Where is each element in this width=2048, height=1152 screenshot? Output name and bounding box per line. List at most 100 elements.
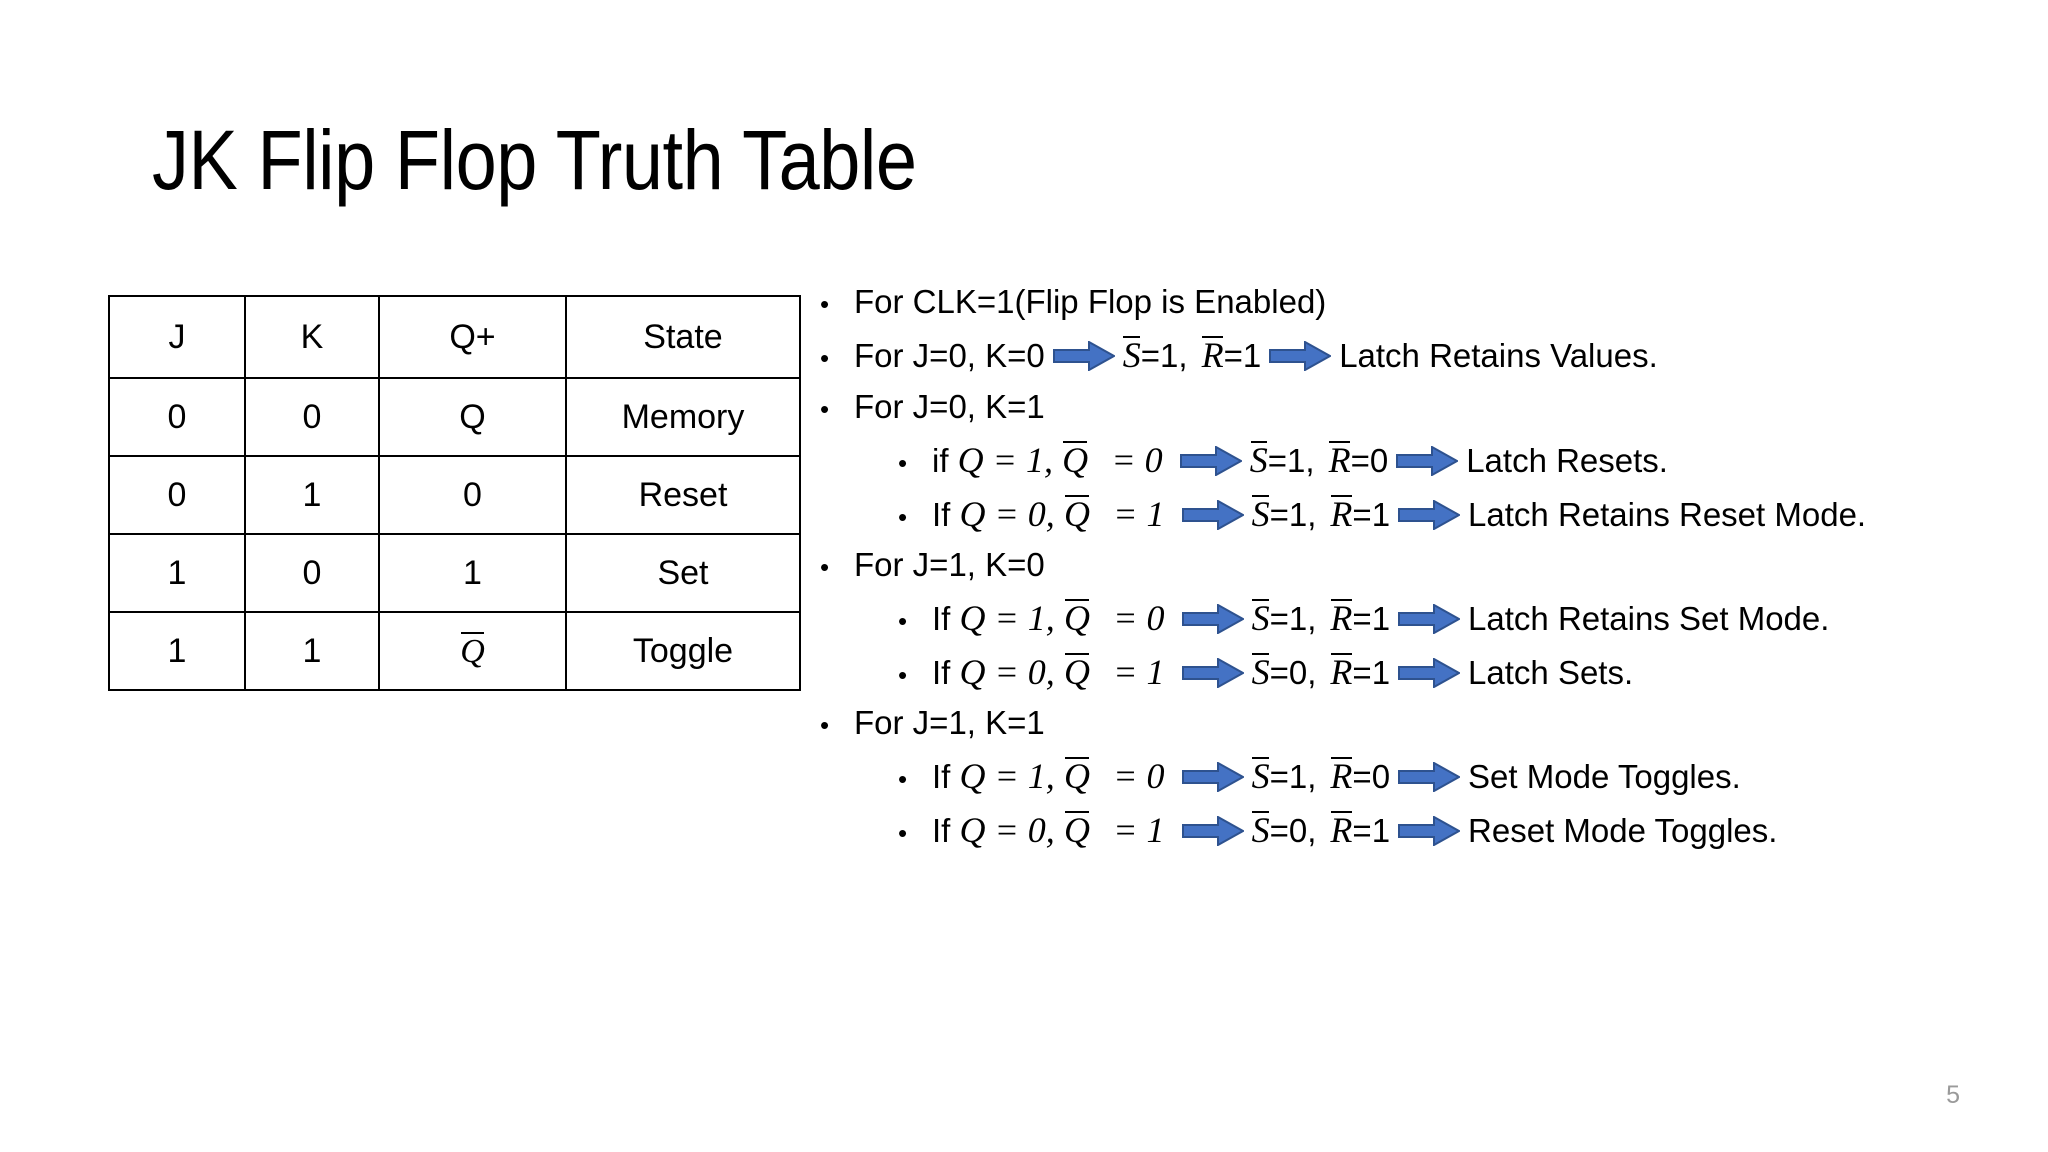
arrow-right-icon [1179, 446, 1242, 476]
overline-symbol: R [1201, 335, 1224, 375]
list-item-text: For J=0, K=1 [854, 390, 1045, 423]
overline-symbol: S [1251, 652, 1270, 692]
text-run: Latch Retains Set Mode. [1468, 600, 1830, 637]
bullet-dot-icon: • [820, 343, 830, 373]
overline-symbol: Q [1063, 494, 1090, 534]
text-run: =0, [1269, 812, 1317, 849]
column-header-qnext: Q+ [378, 295, 567, 379]
cell-qnext: Q [378, 611, 567, 691]
math-expression: = 0 [1111, 440, 1163, 480]
arrow-right-icon [1398, 604, 1461, 634]
math-expression: Q = 1, [959, 598, 1055, 638]
text-run: If [932, 812, 951, 849]
bullet-dot-icon: • [898, 764, 908, 794]
text-run: Latch Sets. [1468, 654, 1634, 691]
cell-k: 1 [244, 611, 380, 691]
overline-symbol: R [1330, 756, 1353, 796]
math-expression: Q = 0, [959, 652, 1055, 692]
list-item-text: For J=1, K=0 [854, 548, 1045, 581]
cell-state: Set [565, 533, 801, 613]
cell-state: Toggle [565, 611, 801, 691]
cell-j: 0 [108, 455, 246, 535]
overline-symbol: R [1330, 652, 1353, 692]
bullet-dot-icon: • [898, 606, 908, 636]
cell-k: 0 [244, 533, 380, 613]
text-run: Latch Retains Values. [1339, 337, 1658, 374]
overline-symbol: S [1251, 756, 1270, 796]
cell-j: 0 [108, 377, 246, 457]
math-expression: = 1 [1113, 494, 1165, 534]
overline-symbol: R [1330, 598, 1353, 638]
cell-j: 1 [108, 611, 246, 691]
text-run: =1, [1267, 442, 1315, 479]
bullet-dot-icon: • [898, 502, 908, 532]
math-expression: = 1 [1113, 652, 1165, 692]
column-header-k: K [244, 295, 380, 379]
cell-state: Memory [565, 377, 801, 457]
math-expression: = 0 [1113, 598, 1165, 638]
list-item: • For J=1, K=0 [820, 548, 2020, 581]
bullet-dot-icon: • [820, 289, 830, 319]
bullet-dot-icon: • [898, 818, 908, 848]
bullet-dot-icon: • [898, 448, 908, 478]
cell-qnext: Q [378, 377, 567, 457]
bullet-dot-icon: • [820, 394, 830, 424]
overline-symbol: S [1122, 335, 1141, 375]
text-run: For J=0, K=0 [854, 337, 1045, 374]
list-item: • For CLK=1(Flip Flop is Enabled) [820, 285, 2020, 318]
cell-j: 1 [108, 533, 246, 613]
arrow-right-icon [1181, 658, 1244, 688]
overline-symbol: R [1328, 440, 1351, 480]
text-run: =1 [1352, 812, 1391, 849]
text-run: =1 [1223, 337, 1262, 374]
page-number: 5 [1946, 1081, 1960, 1109]
bullet-dot-icon: • [820, 552, 830, 582]
overline-symbol: Q [1063, 598, 1090, 638]
arrow-right-icon [1181, 816, 1244, 846]
text-run: =1 [1352, 600, 1391, 637]
math-expression: = 0 [1113, 756, 1165, 796]
overline-symbol: Q [460, 632, 485, 670]
arrow-right-icon [1181, 604, 1244, 634]
arrow-right-icon [1181, 762, 1244, 792]
cell-qnext: 1 [378, 533, 567, 613]
list-item: • For J=1, K=1 [820, 706, 2020, 739]
text-run: =0 [1350, 442, 1389, 479]
list-item-text: For J=1, K=1 [854, 706, 1045, 739]
column-header-state: State [565, 295, 801, 379]
text-run: For J=0, K=1 [854, 388, 1045, 425]
overline-symbol: S [1251, 810, 1270, 850]
overline-symbol: S [1249, 440, 1268, 480]
text-run: =1 [1352, 496, 1391, 533]
text-run: If [932, 600, 951, 637]
text-run: =0 [1352, 758, 1391, 795]
text-run: Set Mode Toggles. [1468, 758, 1741, 795]
page-title: JK Flip Flop Truth Table [152, 113, 917, 207]
list-item: • For J=0, K=1 [820, 390, 2020, 423]
text-run: =1, [1269, 600, 1317, 637]
overline-symbol: S [1251, 494, 1270, 534]
overline-symbol: Q [1063, 756, 1090, 796]
text-run: =1 [1352, 654, 1391, 691]
overline-symbol: Q [1063, 810, 1090, 850]
math-expression: Q = 0, [959, 810, 1055, 850]
text-run: =0, [1269, 654, 1317, 691]
bullet-dot-icon: • [820, 710, 830, 740]
list-item-text: For CLK=1(Flip Flop is Enabled) [854, 285, 1326, 318]
text-run: For J=1, K=0 [854, 546, 1045, 583]
text-run: If [932, 496, 951, 533]
text-run: If [932, 654, 951, 691]
overline-symbol: R [1330, 810, 1353, 850]
bullet-list: • For CLK=1(Flip Flop is Enabled) • For J=0… [820, 285, 2020, 864]
cell-k: 0 [244, 377, 380, 457]
